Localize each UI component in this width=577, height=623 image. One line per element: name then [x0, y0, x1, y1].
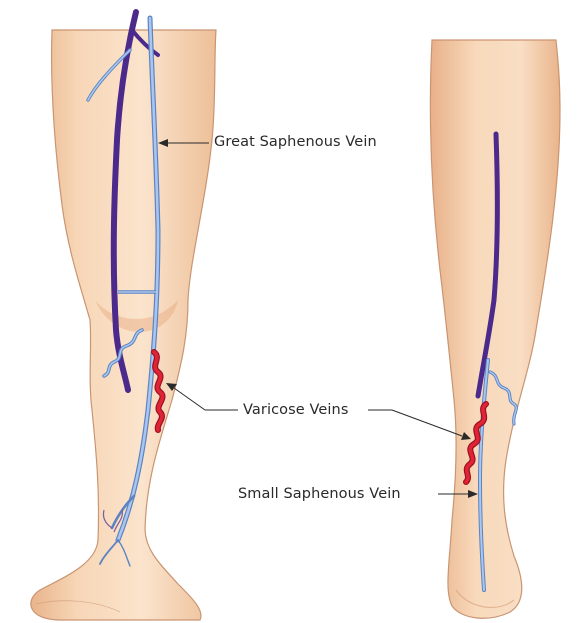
label-great-saphenous-vein: Great Saphenous Vein: [214, 134, 377, 150]
front-leg: [0, 0, 260, 620]
label-small-saphenous-vein: Small Saphenous Vein: [238, 486, 401, 502]
back-leg: [400, 0, 577, 618]
leader-lines: [158, 139, 478, 498]
back-leg-skin: [430, 40, 560, 618]
label-varicose-veins: Varicose Veins: [243, 402, 348, 418]
